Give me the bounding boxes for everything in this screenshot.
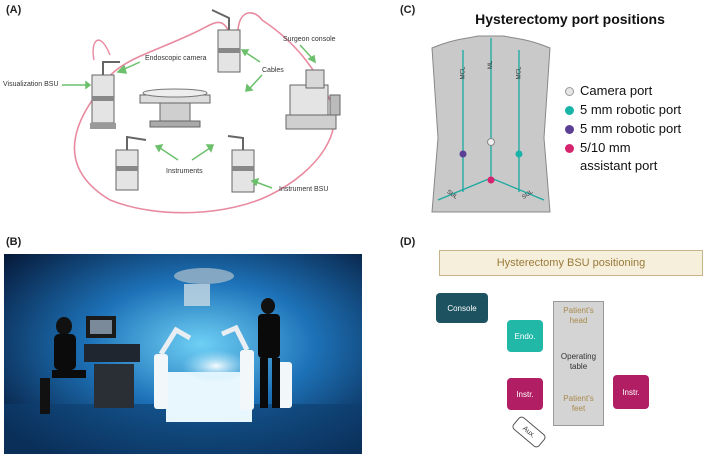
operating-table-label: Operating table xyxy=(560,352,597,371)
instr-left-box: Instr. xyxy=(507,378,543,410)
endoscopic-camera-label: Endoscopic camera xyxy=(145,55,207,62)
panel-c-letter: (C) xyxy=(400,4,416,16)
panel-a-letter: (A) xyxy=(6,4,22,16)
legend-assistant-swatch xyxy=(565,144,574,153)
legend-assistant-label-2: assistant port xyxy=(580,158,658,173)
aux-box: Aux. xyxy=(510,414,548,450)
panel-b-letter: (B) xyxy=(6,236,22,248)
visualization-bsu-label: Visualization BSU xyxy=(3,81,59,88)
console-box: Console xyxy=(436,293,488,323)
instrument-bsu-label: Instrument BSU xyxy=(279,186,329,193)
port-positions-title: Hysterectomy port positions xyxy=(475,11,665,27)
camera-port-dot xyxy=(487,138,495,146)
top-instrument-tower xyxy=(211,9,241,73)
robotic-port-teal-dot xyxy=(515,150,523,158)
operating-room-photo xyxy=(4,254,362,454)
mcl-left-label: MCL xyxy=(460,66,467,80)
torso-diagram xyxy=(431,35,551,213)
surgeon-console-label: Surgeon console xyxy=(283,36,336,43)
operating-table-rect xyxy=(553,301,604,426)
patient-feet-label: Patient's feet xyxy=(563,394,594,413)
cables-label: Cables xyxy=(262,67,284,74)
patient-head-label: Patient's head xyxy=(563,306,594,325)
ml-label: ML xyxy=(488,60,495,70)
robot-system-diagram xyxy=(62,9,341,214)
bsu-positioning-title: Hysterectomy BSU positioning xyxy=(439,250,703,276)
legend-purple-swatch xyxy=(565,125,574,134)
surgeon-console xyxy=(285,69,341,130)
legend-assistant-label: 5/10 mm xyxy=(580,140,631,155)
mcl-right-label: MCL xyxy=(516,66,523,80)
legend-teal-swatch xyxy=(565,106,574,115)
panel-d-letter: (D) xyxy=(400,236,416,248)
endo-box: Endo. xyxy=(507,320,543,352)
patient-table xyxy=(139,88,211,128)
robotic-port-purple-dot xyxy=(459,150,467,158)
visualization-bsu-tower xyxy=(90,61,120,129)
instr-right-box: Instr. xyxy=(613,375,649,409)
assistant-port-dot xyxy=(487,176,495,184)
bottom-right-tower xyxy=(227,135,255,193)
legend-teal-label: 5 mm robotic port xyxy=(580,102,682,117)
legend-purple-label: 5 mm robotic port xyxy=(580,121,682,136)
bottom-left-tower xyxy=(115,135,147,191)
legend-camera-label: Camera port xyxy=(580,83,653,98)
instruments-label: Instruments xyxy=(166,168,203,175)
legend-camera-swatch xyxy=(565,87,574,96)
